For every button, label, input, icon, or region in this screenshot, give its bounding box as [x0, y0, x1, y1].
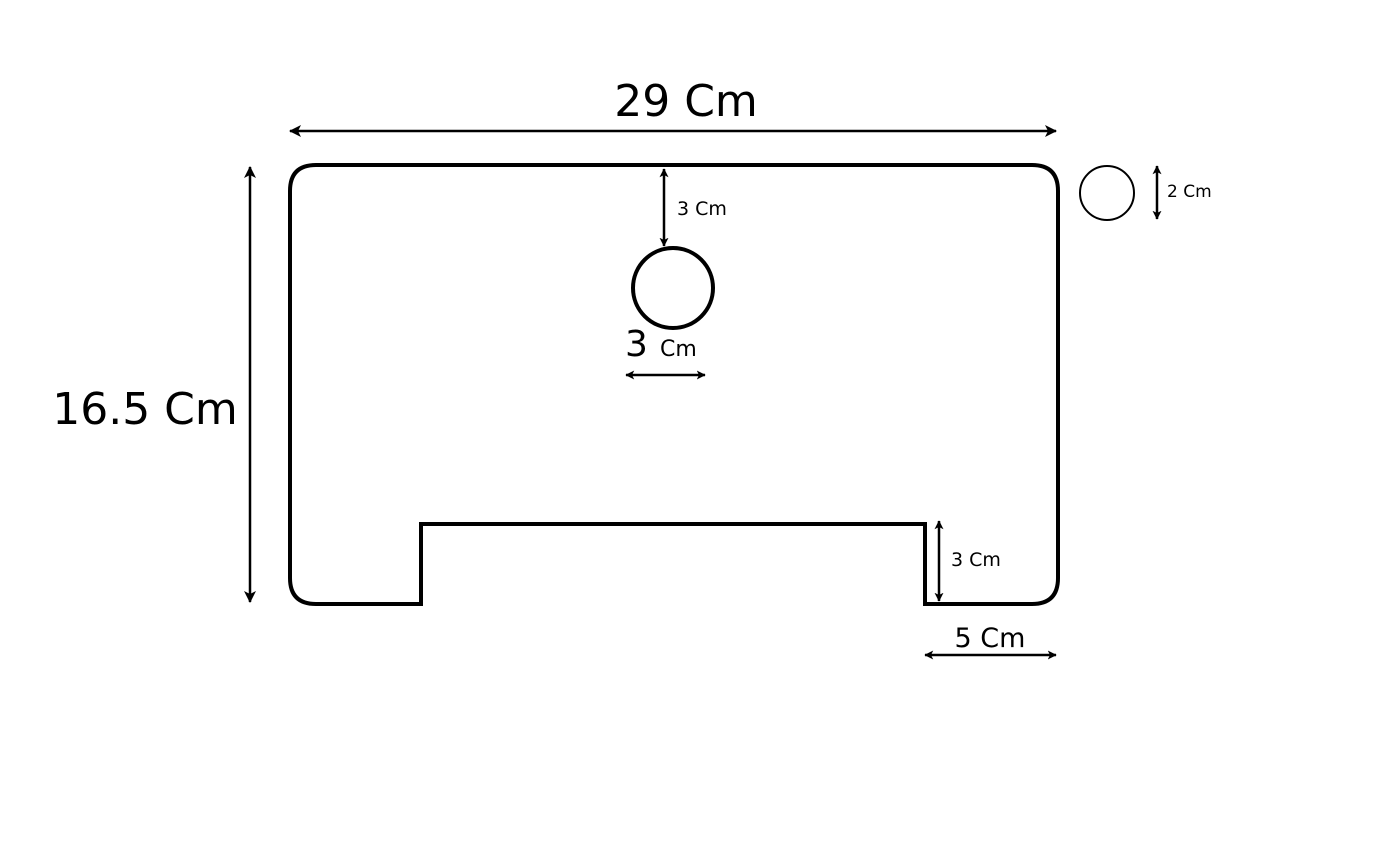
- panel-outline: [288, 163, 1060, 606]
- width-label: 29 Cm: [614, 76, 758, 127]
- center-hole: [631, 246, 715, 330]
- height-label: 16.5 Cm: [52, 384, 238, 435]
- leg-width-label: 5 Cm: [955, 623, 1026, 654]
- hole-diameter-number: 3: [625, 324, 648, 365]
- small-circle-label: 2 Cm: [1167, 182, 1212, 202]
- hole-offset-label: 3 Cm: [677, 198, 727, 220]
- small-circle: [1079, 165, 1135, 221]
- hole-diameter-unit: Cm: [660, 337, 697, 362]
- notch-depth-label: 3 Cm: [951, 549, 1001, 571]
